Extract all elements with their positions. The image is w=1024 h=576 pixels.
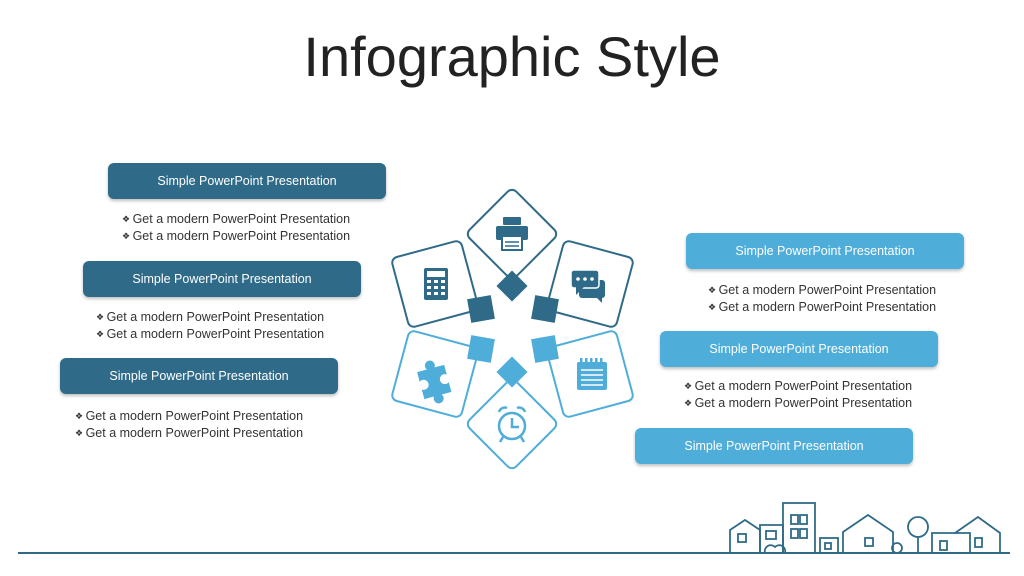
right-label-3: Simple PowerPoint Presentation — [635, 428, 913, 464]
bullet-item: Get a modern PowerPoint Presentation — [708, 299, 936, 316]
bullet-item: Get a modern PowerPoint Presentation — [708, 282, 936, 299]
bullet-item: Get a modern PowerPoint Presentation — [96, 326, 324, 343]
bullet-item: Get a modern PowerPoint Presentation — [75, 408, 303, 425]
right-label-1: Simple PowerPoint Presentation — [686, 233, 964, 269]
bullet-item: Get a modern PowerPoint Presentation — [684, 395, 912, 412]
chat-icon — [570, 269, 605, 303]
houses-icon — [729, 502, 1001, 554]
left-label-2: Simple PowerPoint Presentation — [83, 261, 361, 297]
right-bullets-1: Get a modern PowerPoint Presentation Get… — [708, 282, 936, 316]
connector-top — [496, 270, 528, 302]
bullet-item: Get a modern PowerPoint Presentation — [684, 378, 912, 395]
puzzle-icon — [417, 360, 452, 404]
connector-upper-left — [467, 295, 495, 323]
connector-bottom — [496, 356, 528, 388]
left-label-3: Simple PowerPoint Presentation — [60, 358, 338, 394]
calendar-icon — [577, 358, 607, 390]
right-bullets-2: Get a modern PowerPoint Presentation Get… — [684, 378, 912, 412]
slide-title: Infographic Style — [303, 25, 721, 88]
right-label-2: Simple PowerPoint Presentation — [660, 331, 938, 367]
left-bullets-3: Get a modern PowerPoint Presentation Get… — [75, 408, 303, 442]
calculator-icon — [424, 268, 448, 300]
hex-diagram — [391, 188, 634, 470]
left-bullets-2: Get a modern PowerPoint Presentation Get… — [96, 309, 324, 343]
bullet-item: Get a modern PowerPoint Presentation — [122, 228, 350, 245]
city-skyline-decoration — [18, 502, 1010, 554]
printer-icon — [496, 217, 528, 251]
bullet-item: Get a modern PowerPoint Presentation — [122, 211, 350, 228]
connector-upper-right — [531, 295, 559, 323]
connector-lower-right — [531, 335, 559, 363]
left-label-1: Simple PowerPoint Presentation — [108, 163, 386, 199]
bullet-item: Get a modern PowerPoint Presentation — [75, 425, 303, 442]
alarm-clock-icon — [497, 406, 527, 443]
connector-lower-left — [467, 335, 495, 363]
bullet-item: Get a modern PowerPoint Presentation — [96, 309, 324, 326]
left-bullets-1: Get a modern PowerPoint Presentation Get… — [122, 211, 350, 245]
